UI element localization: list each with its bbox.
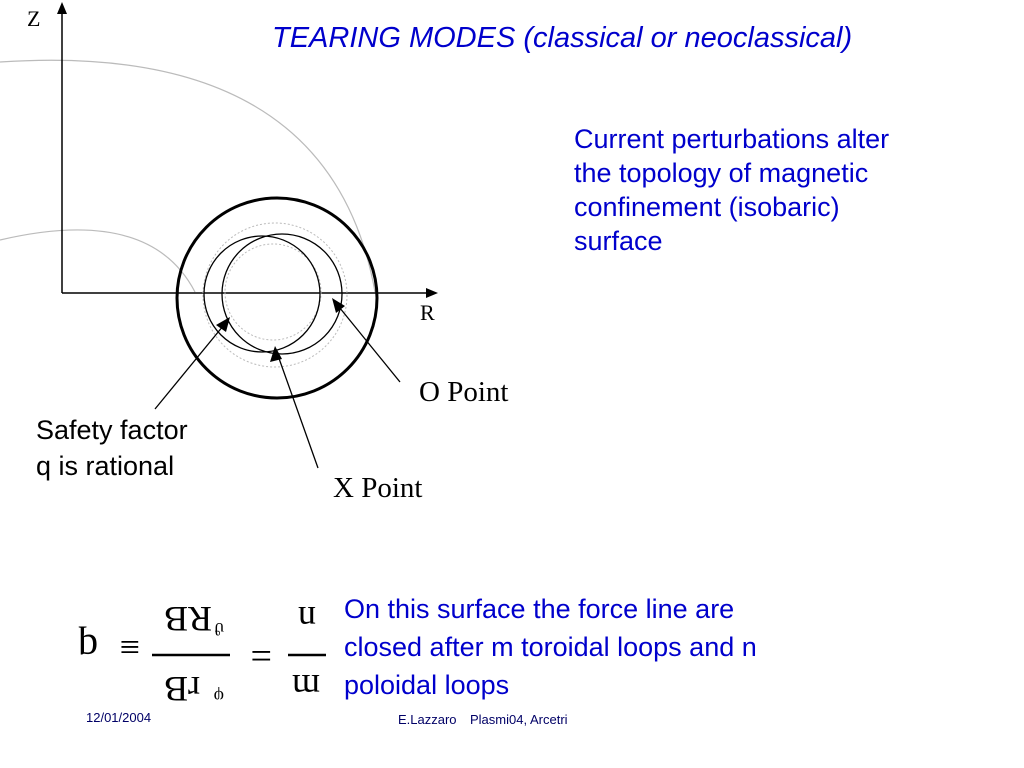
safety-line-1: Safety factor [36,415,188,445]
safety-factor-formula: q ≡ rB φ RB ϑ = m n [78,599,326,709]
safety-factor-note: Safety factor q is rational [36,412,188,484]
formula-numerator: rB [164,669,200,709]
island-left [203,235,321,353]
x-point-pointer-head [270,346,282,362]
dotted-surface-outer [202,222,348,368]
o-point-pointer-line [334,301,401,383]
slide-title: TEARING MODES (classical or neoclassical… [272,22,853,54]
formula-m: m [292,667,320,707]
safety-pointer-line [154,319,229,410]
formula-equiv: ≡ [120,627,140,667]
r-axis-arrowhead [426,288,438,298]
formula-denominator: RB [164,599,212,639]
closed-field-line-note: On this surface the force line are close… [344,594,757,700]
island-right [221,233,343,355]
footer-date: 12/01/2004 [86,710,152,725]
o-point-label: O Point [419,376,509,408]
safety-line-2: q is rational [36,451,175,481]
dotted-surface-inner [224,243,322,341]
footer-venue: Plasmi04, Arcetri [470,712,568,727]
outer-flux-surface [175,196,379,400]
formula-equals: = [251,634,272,676]
r-axis-label: R [420,300,435,325]
torus-diagram [0,2,438,469]
inner-guide-arc [0,229,196,293]
formula-numerator-sup: φ [214,687,224,707]
footer-author: E.Lazzaro [398,712,457,727]
z-axis-label: Z [27,6,41,31]
safety-pointer-head [216,317,230,332]
outer-guide-arc [0,59,376,293]
formula-n: n [298,599,316,639]
description-text: Current perturbations alter the topology… [574,124,890,256]
z-axis-arrowhead [57,2,67,14]
x-point-pointer-line [275,349,319,469]
x-point-label: X Point [333,472,423,504]
formula-denominator-sup: ϑ [215,619,224,639]
formula-q: q [78,626,98,671]
o-point-pointer-head [332,298,345,313]
